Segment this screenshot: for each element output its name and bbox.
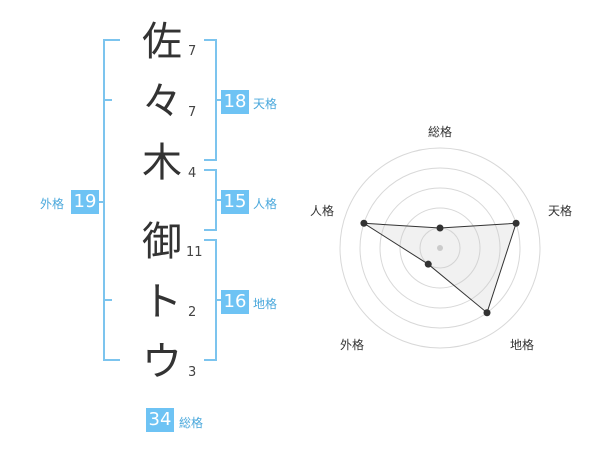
tenkaku-label: 天格: [253, 97, 278, 111]
radar-ring-3: [379, 187, 501, 309]
stroke-count-3: 4: [188, 166, 197, 181]
radar-point-3: [424, 260, 432, 268]
name-char-6: ウ: [142, 339, 182, 385]
soukaku-label: 総格: [179, 416, 204, 430]
stroke-count-1: 7: [188, 44, 197, 59]
chikaku-label: 地格: [253, 297, 278, 311]
name-char-5: ト: [142, 279, 182, 325]
stroke-count-4: 11: [186, 245, 203, 260]
radar-rings: [339, 147, 541, 349]
stroke-count-5: 2: [188, 305, 197, 320]
radar-point-1: [512, 219, 520, 227]
soukaku-value: 34: [146, 408, 174, 432]
name-char-4: 御: [142, 219, 182, 265]
name-char-1: 佐: [142, 19, 182, 65]
stroke-count-6: 3: [188, 365, 197, 380]
name-char-3: 木: [142, 140, 182, 186]
radar-label-chikaku: 地格: [510, 338, 535, 352]
jinkaku-value: 15: [221, 190, 249, 214]
radar-label-tenkaku: 天格: [548, 204, 573, 218]
radar-ring-5: [339, 147, 541, 349]
chikaku-value: 16: [221, 290, 249, 314]
radar-label-jinkaku: 人格: [310, 204, 335, 218]
stroke-count-2: 7: [188, 105, 197, 120]
tenkaku-value: 18: [221, 90, 249, 114]
radar-point-4: [360, 219, 368, 227]
radar-center: [437, 245, 443, 251]
gaikaku-bracket: [103, 39, 120, 361]
gaikaku-label: 外格: [40, 197, 65, 211]
radar-ring-2: [399, 207, 481, 289]
radar-ring-4: [359, 167, 521, 329]
radar-polygon: [363, 222, 517, 314]
name-char-2: 々: [142, 79, 182, 125]
radar-points: [360, 219, 520, 317]
radar-label-gaikaku: 外格: [340, 338, 365, 352]
radar-point-0: [436, 224, 444, 232]
radar-label-soukaku: 総格: [428, 125, 453, 139]
jinkaku-label: 人格: [253, 197, 278, 211]
radar-point-2: [483, 309, 491, 317]
radar-shape: [363, 222, 517, 314]
gaikaku-value: 19: [71, 190, 99, 214]
